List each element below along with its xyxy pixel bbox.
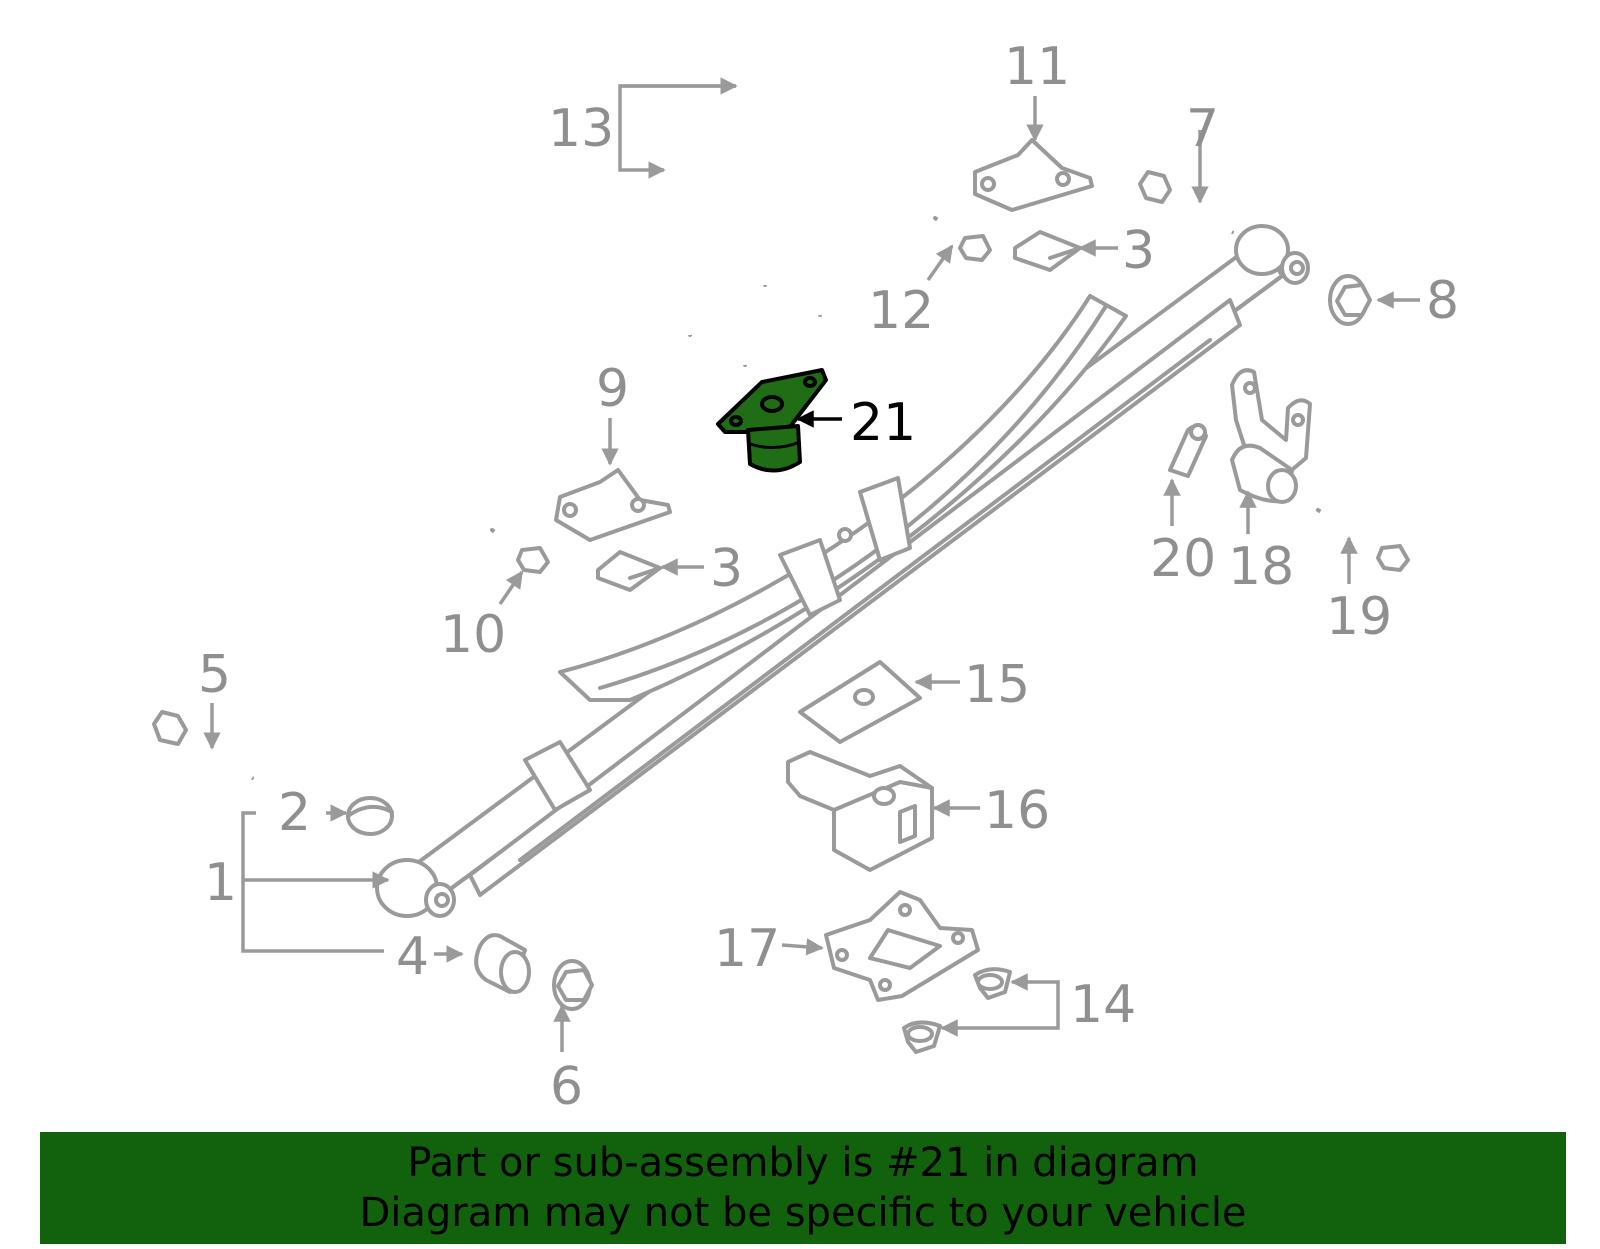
callout-2[interactable]: 2: [278, 783, 311, 843]
pad-3-lower: [596, 550, 662, 592]
cap-2: [346, 796, 394, 836]
callout-5[interactable]: 5: [198, 645, 231, 705]
callout-9[interactable]: 9: [596, 359, 629, 419]
info-banner: Part or sub-assembly is #21 in diagram D…: [40, 1132, 1566, 1244]
shackle-18: [1230, 368, 1312, 504]
callout-17[interactable]: 17: [714, 919, 780, 979]
pad-3-upper: [1013, 230, 1082, 272]
callout-20[interactable]: 20: [1150, 529, 1216, 589]
bolt-7: [1138, 170, 1234, 235]
callout-7[interactable]: 7: [1186, 99, 1219, 159]
callout-4[interactable]: 4: [396, 927, 429, 987]
callout-16[interactable]: 16: [984, 781, 1050, 841]
leaf-spring: [375, 224, 1310, 918]
mounting-plate-17: [824, 890, 980, 1002]
bolt-19: [1316, 508, 1410, 572]
nut-6: [552, 959, 594, 1011]
callout-11[interactable]: 11: [1004, 37, 1070, 97]
bolt-12: [933, 216, 992, 262]
callout-3-upper[interactable]: 3: [1122, 221, 1155, 281]
callout-6[interactable]: 6: [550, 1057, 583, 1117]
bracket-20: [1168, 423, 1208, 478]
u-bolts: [667, 58, 824, 367]
callout-14[interactable]: 14: [1070, 975, 1136, 1035]
bracket-11: [973, 138, 1094, 212]
callout-18[interactable]: 18: [1228, 537, 1294, 597]
banner-line-part-number: Part or sub-assembly is #21 in diagram: [407, 1140, 1199, 1186]
bolt-5: [152, 710, 254, 781]
callout-19[interactable]: 19: [1326, 587, 1392, 647]
callout-12[interactable]: 12: [868, 281, 934, 341]
callout-labels: 1 2 3 3 4 5 6 7 8 9 10 11 12 13 14 15 16…: [198, 37, 1459, 1117]
bump-stop-highlighted[interactable]: [716, 368, 828, 473]
callout-3-lower[interactable]: 3: [710, 539, 743, 599]
nut-8: [1328, 274, 1372, 326]
callout-13[interactable]: 13: [548, 99, 614, 159]
leader-lines: [203, 77, 1420, 1052]
bolt-10: [490, 528, 550, 574]
callout-15[interactable]: 15: [964, 655, 1030, 715]
spring-seat-16: [786, 750, 934, 872]
nuts-14: [902, 967, 1012, 1054]
banner-line-disclaimer: Diagram may not be specific to your vehi…: [359, 1190, 1247, 1236]
callout-21[interactable]: 21: [850, 393, 916, 453]
callout-8[interactable]: 8: [1426, 271, 1459, 331]
bushing-4: [474, 933, 531, 994]
callout-10[interactable]: 10: [440, 605, 506, 665]
plate-15: [798, 660, 922, 744]
callout-1[interactable]: 1: [204, 853, 237, 913]
bracket-9: [554, 468, 672, 542]
